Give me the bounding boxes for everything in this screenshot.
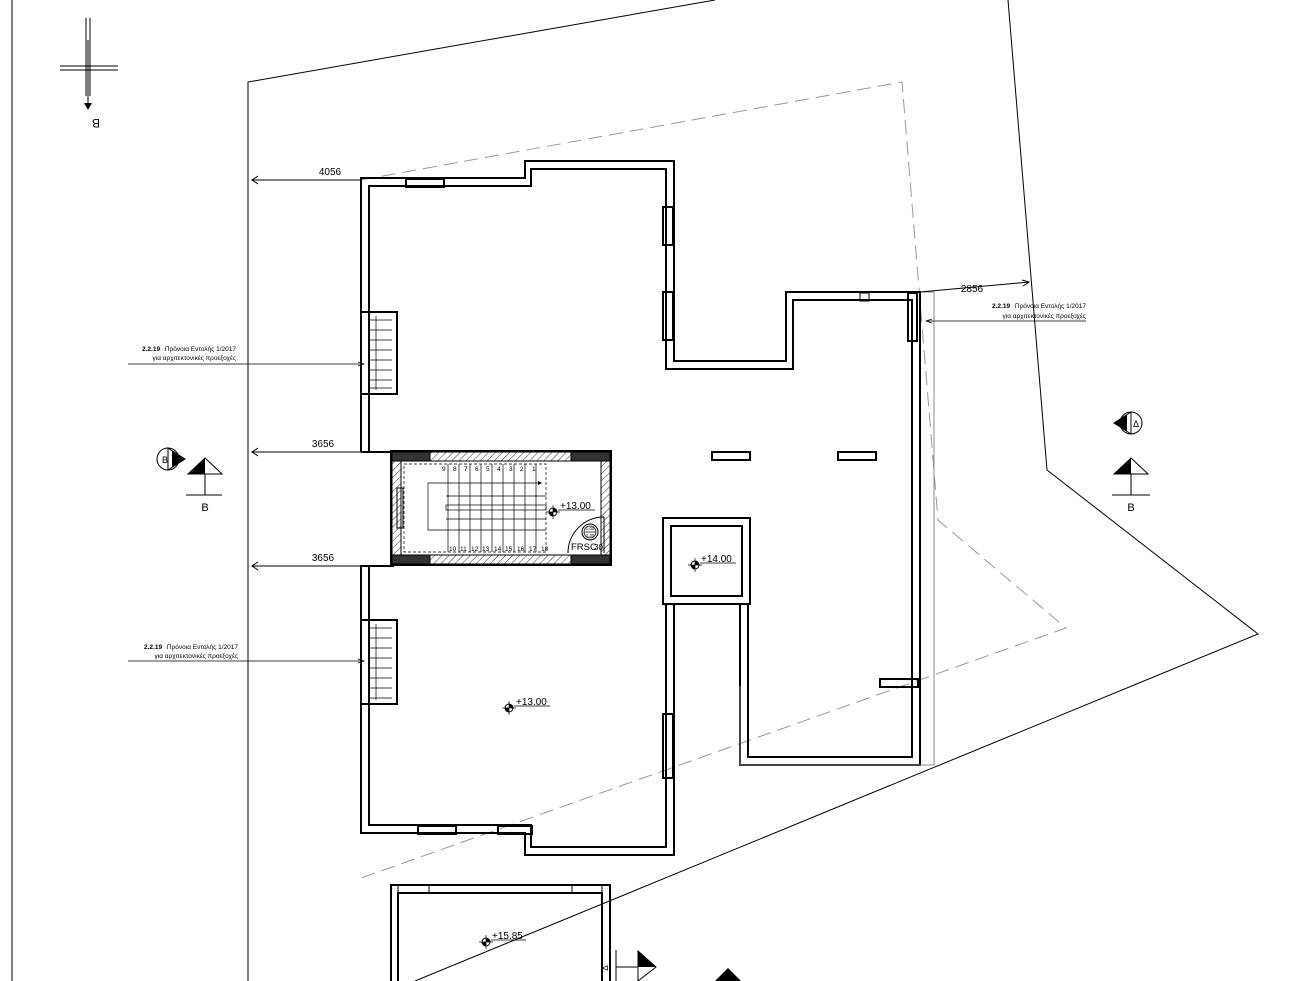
door-tag-top: 1.00 (586, 526, 595, 531)
step-number: 7 (464, 466, 468, 473)
north-arrow: B (60, 18, 118, 130)
north-arrow-label: B (92, 116, 100, 130)
annotation-provision-upper: 2.2.19 Πρόνοια Εντολής 1/2017 για αρχιτε… (128, 345, 366, 367)
setback-line (360, 81, 1067, 879)
step-number: 17 (529, 546, 537, 553)
door-code: FRSC (571, 542, 597, 553)
lift-box: +14.00 (662, 517, 751, 605)
bay-rails-upper (370, 316, 392, 390)
annotation-provision-lower: 2.2.19 Πρόνοια Εντολής 1/2017 για αρχιτε… (128, 643, 366, 664)
plot-boundary (247, 0, 716, 981)
section-bottom-label: Δ (601, 965, 610, 971)
step-number: 1 (532, 466, 536, 473)
step-number: 18 (541, 546, 549, 553)
provision-code: 2.2.19 (992, 303, 1010, 310)
section-left-label: B (201, 502, 208, 514)
dimension-top-left: 4056 (251, 167, 361, 185)
section-right-bubble: Δ (1133, 419, 1139, 429)
section-right-label: B (1127, 502, 1134, 514)
bay-rails-lower (370, 624, 392, 700)
dimension-stair-lower: 3656 (251, 553, 391, 571)
plot-boundary-right (414, 0, 1259, 981)
step-number: 2 (520, 466, 524, 473)
provision-line2: για αρχιτεκτονικές προεξοχές (1003, 312, 1086, 320)
dimension-stair-upper-value: 3656 (312, 439, 335, 450)
svg-text:2.2.19 Πρόνοια Εντολής 1: 2.2.19 Πρόνοια Εντολής 1/2017 (142, 345, 236, 353)
step-number: 4 (497, 466, 501, 473)
step-number: 13 (482, 546, 490, 553)
door-code-sub: 30 (594, 543, 603, 552)
step-number: 9 (442, 466, 446, 473)
svg-text:2.2.19 Πρόνοια Εντολής 1: 2.2.19 Πρόνοια Εντολής 1/2017 (144, 643, 238, 651)
step-number: 3 (509, 466, 513, 473)
dimension-stair-upper: 3656 (251, 439, 391, 457)
level-roof-label: +13.00 (516, 697, 547, 708)
provision-line1: Πρόνοια Εντολής 1/2017 (165, 345, 237, 353)
dimension-right: 2856 (919, 279, 1031, 295)
provision-line2: για αρχιτεκτονικές προεξοχές (155, 652, 238, 660)
step-number: 10 (449, 546, 457, 553)
section-marker-left: B B (156, 447, 224, 514)
step-number: 6 (475, 466, 479, 473)
step-number: 8 (453, 466, 457, 473)
step-number: 12 (471, 546, 479, 553)
svg-text:2.2.19 Πρόνοια Εντολής 1: 2.2.19 Πρόνοια Εντολής 1/2017 (992, 302, 1086, 310)
provision-line2: για αρχιτεκτονικές προεξοχές (153, 354, 236, 362)
step-number: 15 (505, 546, 513, 553)
lower-block: +15.85 (390, 884, 611, 981)
step-number: 5 (486, 466, 490, 473)
provision-line1: Πρόνοια Εντολής 1/2017 (167, 643, 239, 651)
level-lift-label: +14.00 (701, 554, 732, 565)
section-marker-right: Δ B (1112, 411, 1150, 514)
step-number: 16 (517, 546, 525, 553)
stair-step-numbers-upper: 9 8 7 6 5 4 3 2 1 (442, 466, 536, 473)
section-left-bubble: B (162, 455, 168, 465)
door-tag: 1.00 2.30 FRSC 30 (571, 523, 603, 553)
dimension-top-left-value: 4056 (319, 167, 342, 178)
main-building-walls (360, 160, 935, 856)
stair-step-numbers-lower: 10 11 12 13 14 15 16 17 18 (449, 546, 549, 553)
stair-core (390, 450, 612, 566)
provision-code: 2.2.19 (142, 346, 160, 353)
door-tag-bottom: 2.30 (586, 533, 595, 538)
step-number: 14 (494, 546, 502, 553)
level-marker-roof: +13.00 (502, 697, 550, 715)
provision-code: 2.2.19 (144, 644, 162, 651)
dimension-stair-lower-value: 3656 (312, 553, 335, 564)
section-marker-bottom: Δ (601, 949, 741, 981)
step-number: 11 (460, 546, 467, 553)
level-marker-stair: +13.00 (546, 501, 595, 519)
provision-line1: Πρόνοια Εντολής 1/2017 (1015, 302, 1087, 310)
level-lower-block-label: +15.85 (492, 931, 523, 942)
annotation-provision-right: 2.2.19 Πρόνοια Εντολής 1/2017 για αρχιτε… (924, 302, 1086, 324)
level-stair-label: +13.00 (560, 501, 591, 512)
dimension-right-value: 2856 (961, 284, 984, 295)
